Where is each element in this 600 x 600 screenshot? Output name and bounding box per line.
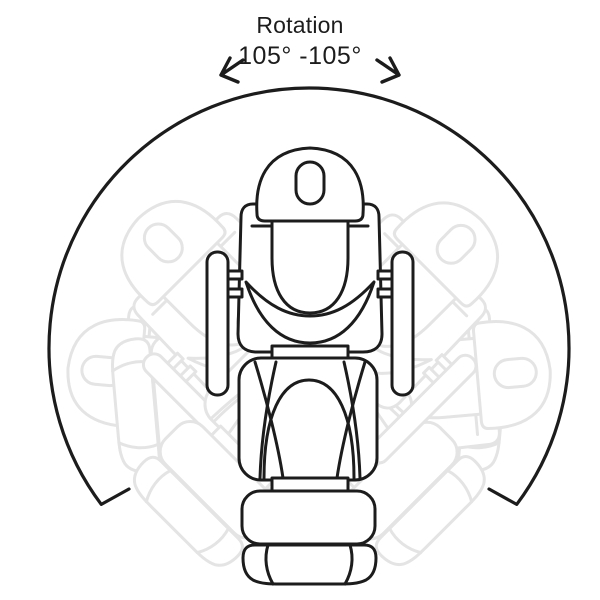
rotation-arc	[47, 86, 571, 506]
rotate-right-arrow-icon	[375, 56, 401, 84]
rotate-left-arrow-icon	[219, 56, 245, 84]
